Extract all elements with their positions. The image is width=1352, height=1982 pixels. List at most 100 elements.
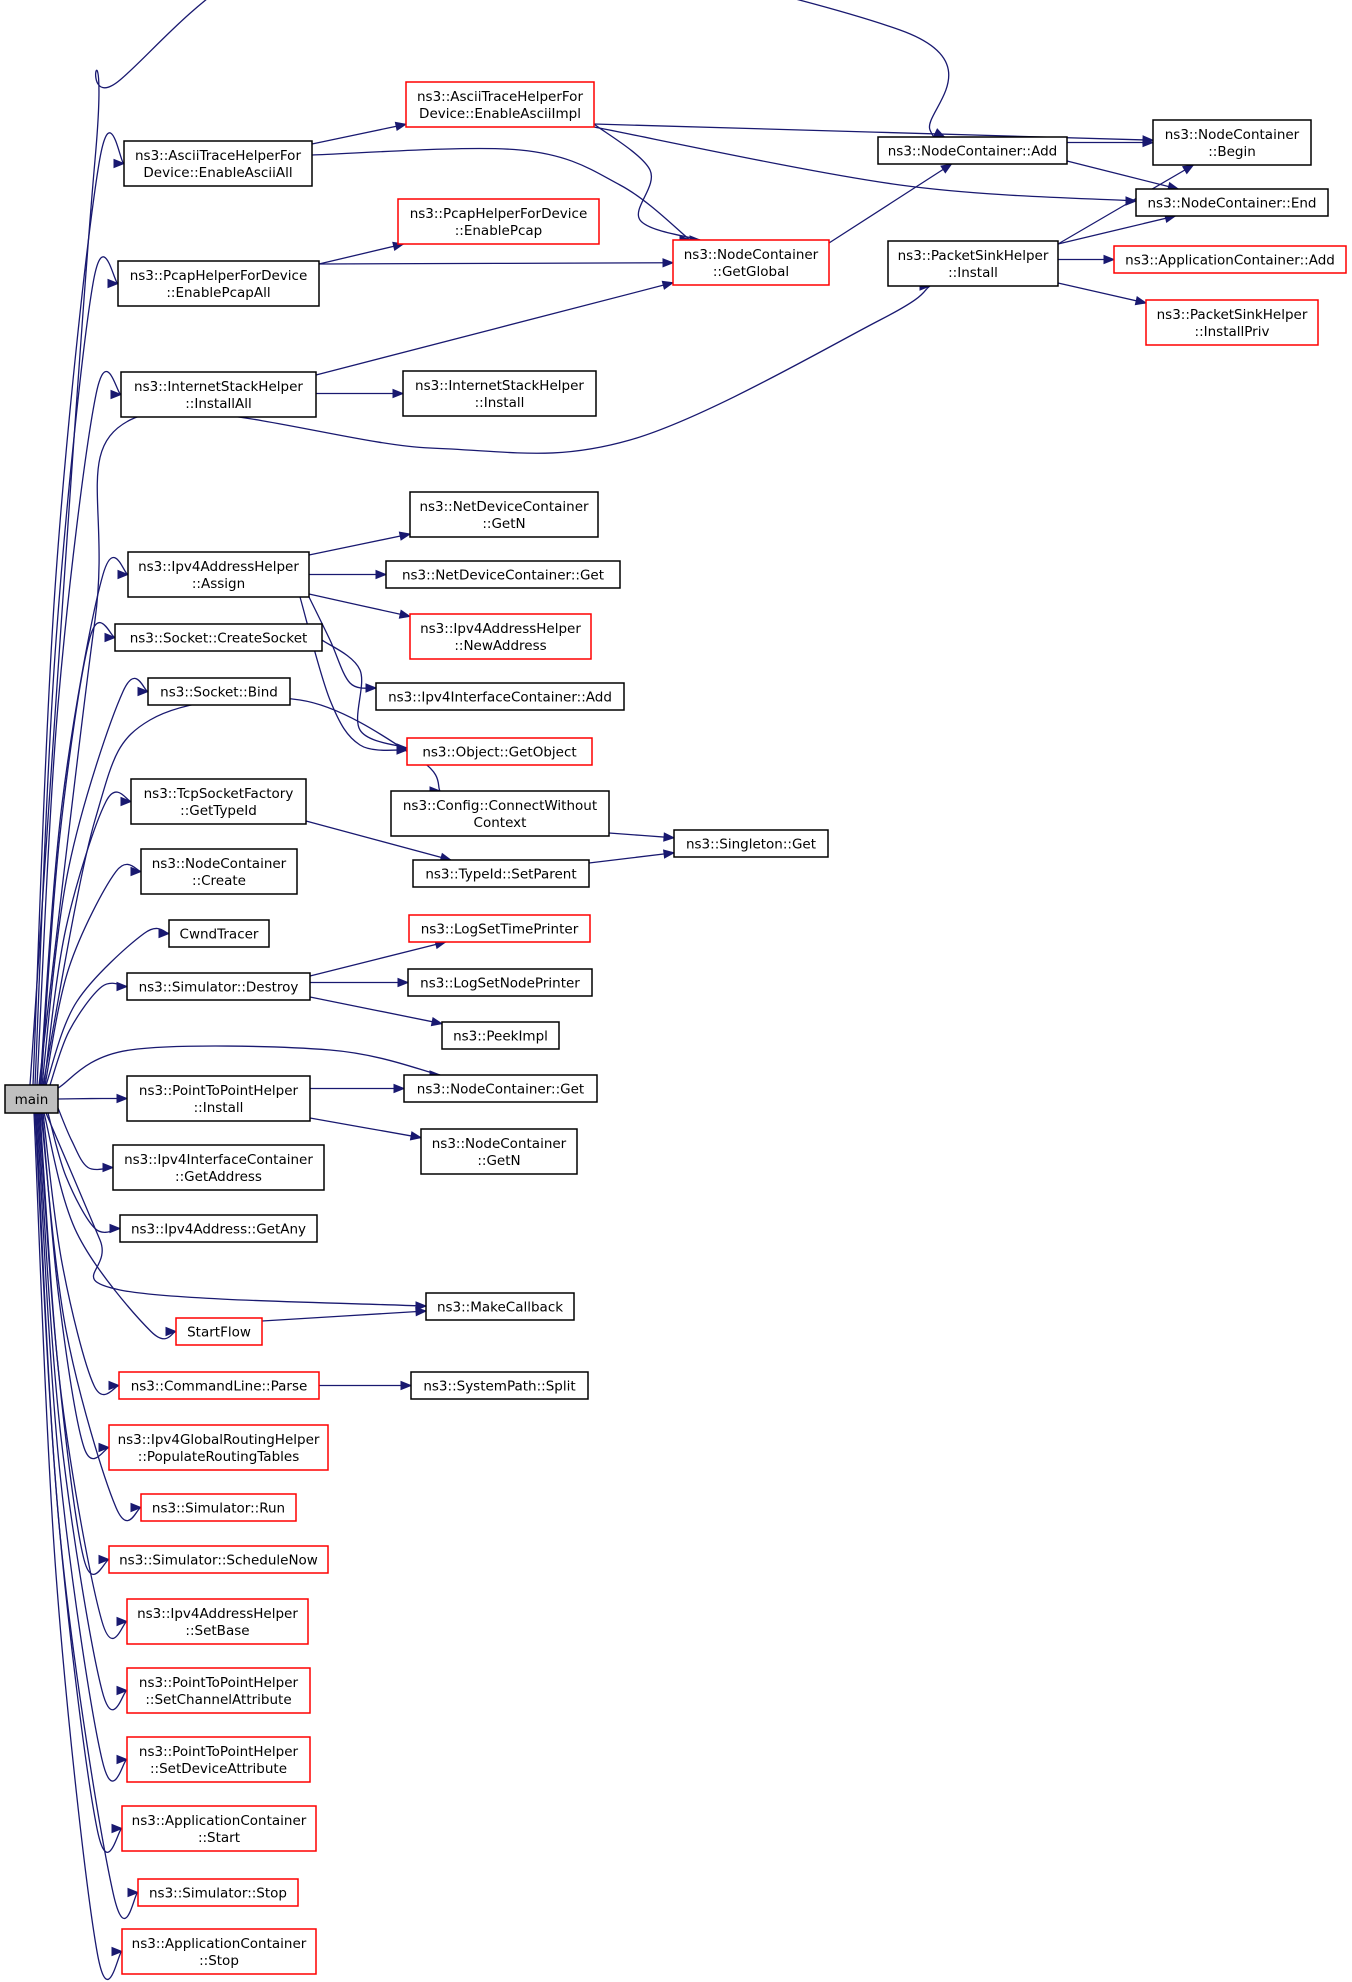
edge-sim_destroy-to-peekimpl <box>309 996 443 1025</box>
node-label: ::EnablePcap <box>455 223 543 239</box>
node-nc-global[interactable]: ns3::NodeContainer::GetGlobal <box>672 239 830 286</box>
node-label: ns3::NodeContainer::Get <box>417 1082 584 1098</box>
node-ndc-get[interactable]: ns3::NetDeviceContainer::Get <box>385 560 621 589</box>
edge-main-to-startflow-arrowhead <box>165 1326 178 1337</box>
node-box <box>108 1424 329 1471</box>
edge-ish_all-to-nc_global-arrowhead <box>661 280 675 290</box>
node-ipv4ah-newaddr[interactable]: ns3::Ipv4AddressHelper::NewAddress <box>409 613 592 660</box>
edge-main-to-appc_start-arrowhead <box>111 1823 124 1834</box>
node-cmd-parse[interactable]: ns3::CommandLine::Parse <box>118 1371 320 1400</box>
node-label: ns3::MakeCallback <box>437 1300 563 1316</box>
node-tcpsf-typeid[interactable]: ns3::TcpSocketFactory::GetTypeId <box>130 778 307 825</box>
node-label: ns3::AsciiTraceHelperFor <box>417 89 583 105</box>
edge-tcpsf_typeid-to-typeid_setparent <box>305 820 452 861</box>
node-pcap-all[interactable]: ns3::PcapHelperForDevice::EnablePcapAll <box>117 260 320 307</box>
node-nc-get[interactable]: ns3::NodeContainer::Get <box>403 1074 598 1103</box>
node-pcap[interactable]: ns3::PcapHelperForDevice::EnablePcap <box>397 198 600 245</box>
node-p2p-setchannel[interactable]: ns3::PointToPointHelper::SetChannelAttri… <box>126 1667 311 1714</box>
node-ndc-getn[interactable]: ns3::NetDeviceContainer::GetN <box>409 491 599 538</box>
node-label: ns3::Ipv4AddressHelper <box>138 559 299 575</box>
node-label: CwndTracer <box>180 927 259 943</box>
node-nc-begin[interactable]: ns3::NodeContainer::Begin <box>1152 119 1312 166</box>
node-label: ns3::Simulator::Stop <box>149 1886 287 1902</box>
edge-main-to-cwnd_tracer <box>45 927 170 1086</box>
node-peekimpl[interactable]: ns3::PeekImpl <box>441 1021 560 1050</box>
edge-main-to-cmd_parse-arrowhead <box>108 1380 121 1391</box>
node-label: ns3::LogSetTimePrinter <box>421 922 579 938</box>
node-nc-end[interactable]: ns3::NodeContainer::End <box>1135 188 1329 217</box>
edge-pcap_all-to-nc_global-arrowhead <box>662 258 675 268</box>
node-sim-stop[interactable]: ns3::Simulator::Stop <box>137 1878 299 1907</box>
node-syspath-split[interactable]: ns3::SystemPath::Split <box>410 1371 589 1400</box>
node-ipv4a-getany[interactable]: ns3::Ipv4Address::GetAny <box>119 1214 318 1243</box>
node-label: ns3::PacketSinkHelper <box>1157 307 1308 323</box>
node-singleton-get[interactable]: ns3::Singleton::Get <box>673 829 829 858</box>
node-label: ::GetAddress <box>175 1169 262 1185</box>
node-obj-getobject[interactable]: ns3::Object::GetObject <box>406 737 593 766</box>
edge-p2p_install-to-nc_get-arrowhead <box>393 1083 406 1094</box>
node-ascii-impl[interactable]: ns3::AsciiTraceHelperForDevice::EnableAs… <box>405 81 595 128</box>
edge-main-to-p2p_setdevice-arrowhead <box>116 1754 129 1765</box>
node-box <box>1113 245 1347 274</box>
node-box <box>175 1317 263 1346</box>
node-ish-all[interactable]: ns3::InternetStackHelper::InstallAll <box>120 371 317 418</box>
node-startflow[interactable]: StartFlow <box>175 1317 263 1346</box>
node-box <box>375 682 625 711</box>
node-ipv4ah-setbase[interactable]: ns3::Ipv4AddressHelper::SetBase <box>126 1598 309 1645</box>
node-label: ::GetN <box>482 516 525 532</box>
node-ipv4ic-add[interactable]: ns3::Ipv4InterfaceContainer::Add <box>375 682 625 711</box>
edge-main-to-nc_add-arrowhead <box>932 128 946 138</box>
node-typeid-setparent[interactable]: ns3::TypeId::SetParent <box>412 859 590 888</box>
node-sock-create[interactable]: ns3::Socket::CreateSocket <box>114 623 323 652</box>
node-ipv4ic-getaddr[interactable]: ns3::Ipv4InterfaceContainer::GetAddress <box>112 1144 325 1191</box>
node-label: ns3::PointToPointHelper <box>139 1744 299 1760</box>
node-box <box>672 239 830 286</box>
node-p2p-install[interactable]: ns3::PointToPointHelper::Install <box>126 1075 311 1122</box>
node-ascii-all[interactable]: ns3::AsciiTraceHelperForDevice::EnableAs… <box>123 140 313 187</box>
node-ish-install[interactable]: ns3::InternetStackHelper::Install <box>402 370 597 417</box>
node-box <box>402 370 597 417</box>
node-log-timeprinter[interactable]: ns3::LogSetTimePrinter <box>408 914 591 943</box>
node-psh-install[interactable]: ns3::PacketSinkHelper::Install <box>887 240 1059 287</box>
node-label: ns3::AsciiTraceHelperFor <box>135 148 301 164</box>
edge-psh_install-to-nc_end <box>1057 215 1176 245</box>
node-p2p-setdevice[interactable]: ns3::PointToPointHelper::SetDeviceAttrib… <box>126 1736 311 1783</box>
node-nc-getn[interactable]: ns3::NodeContainer::GetN <box>420 1128 578 1175</box>
node-sim-schedulenow[interactable]: ns3::Simulator::ScheduleNow <box>108 1545 329 1574</box>
node-box <box>407 968 593 997</box>
edge-main-to-sock_create <box>40 621 116 1086</box>
node-nc-create[interactable]: ns3::NodeContainer::Create <box>140 848 298 895</box>
node-label: ns3::NodeContainer::End <box>1148 196 1317 212</box>
node-label: ns3::TcpSocketFactory <box>144 786 294 802</box>
node-box <box>147 677 291 706</box>
node-label: ns3::PeekImpl <box>453 1029 548 1045</box>
node-box <box>121 1928 317 1975</box>
node-box <box>4 1084 59 1114</box>
edge-typeid_setparent-to-singleton_get <box>588 852 675 864</box>
node-appc-add[interactable]: ns3::ApplicationContainer::Add <box>1113 245 1347 274</box>
node-box <box>1145 299 1319 346</box>
node-ipv4ah-assign[interactable]: ns3::Ipv4AddressHelper::Assign <box>127 551 310 598</box>
node-box <box>137 1878 299 1907</box>
node-label: ::InstallAll <box>185 396 251 412</box>
edge-psh_install-to-appc_add-arrowhead <box>1103 254 1116 265</box>
node-appc-start[interactable]: ns3::ApplicationContainer::Start <box>121 1805 317 1852</box>
node-cwnd-tracer[interactable]: CwndTracer <box>168 919 270 948</box>
nodes-layer: main ns3::AsciiTraceHelperForDevice::Enab… <box>4 81 1347 1975</box>
node-label: Context <box>474 815 527 831</box>
node-nc-add[interactable]: ns3::NodeContainer::Add <box>877 136 1068 165</box>
edge-main-to-sim_stop-arrowhead <box>127 1887 140 1898</box>
node-box <box>409 491 599 538</box>
node-makecallback[interactable]: ns3::MakeCallback <box>425 1292 575 1321</box>
node-sock-bind[interactable]: ns3::Socket::Bind <box>147 677 291 706</box>
node-sim-destroy[interactable]: ns3::Simulator::Destroy <box>126 972 311 1001</box>
node-log-nodeprinter[interactable]: ns3::LogSetNodePrinter <box>407 968 593 997</box>
edge-main-to-ipv4ic_getaddr-arrowhead <box>102 1162 115 1173</box>
node-psh-priv[interactable]: ns3::PacketSinkHelper::InstallPriv <box>1145 299 1319 346</box>
node-ipv4grh-populate[interactable]: ns3::Ipv4GlobalRoutingHelper::PopulateRo… <box>108 1424 329 1471</box>
node-appc-stop[interactable]: ns3::ApplicationContainer::Stop <box>121 1928 317 1975</box>
node-main[interactable]: main <box>4 1084 59 1114</box>
node-sim-run[interactable]: ns3::Simulator::Run <box>140 1493 297 1522</box>
